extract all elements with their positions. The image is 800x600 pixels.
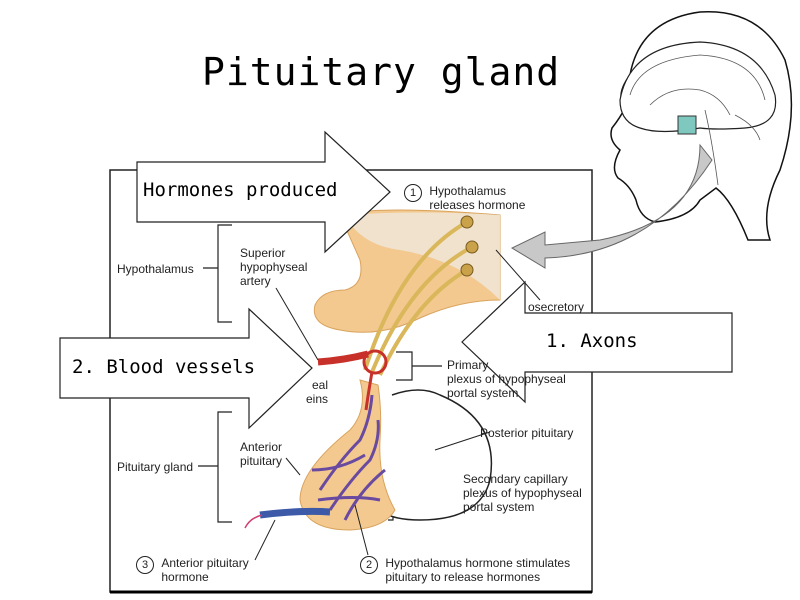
label-line: Secondary capillary: [463, 472, 568, 486]
step2-label: 2 Hypothalamus hormone stimulates pituit…: [360, 556, 570, 584]
label-line: Hypothalamus: [429, 184, 507, 198]
posterior-pituitary-label: Posterior pituitary: [480, 426, 574, 440]
neurosecretory-label: osecretory: [528, 300, 585, 314]
step1-label: 1 Hypothalamus releases hormone: [404, 184, 525, 212]
pituitary-highlight-box: [677, 115, 697, 135]
blood-vessels-callout-arrow: [59, 307, 313, 430]
vessel-network: [311, 394, 386, 521]
label-line: Anterior pituitary: [161, 556, 249, 570]
label-line: pituitary to release hormones: [385, 570, 541, 584]
label-line: hormone: [161, 570, 209, 584]
step-number-badge: 2: [360, 556, 378, 574]
leader-lines: [254, 249, 541, 561]
label-line: plexus of hypophyseal: [447, 372, 566, 386]
label-line: Hypothalamus hormone stimulates: [385, 556, 571, 570]
step2-text: Hypothalamus hormone stimulates pituitar…: [385, 556, 570, 584]
superior-hypophyseal-artery: [317, 350, 369, 366]
step-number-badge: 3: [136, 556, 154, 574]
primary-plexus-label: Primary plexus of hypophyseal portal sys…: [447, 358, 566, 400]
step1-text: Hypothalamus releases hormone: [429, 184, 525, 212]
hormone-release-arrow: [244, 514, 263, 529]
label-line: artery: [240, 274, 271, 288]
axon-terminal: [460, 263, 474, 277]
hypothalamus-shading: [345, 212, 500, 300]
label-line: eal: [312, 378, 329, 392]
hypothalamus-bracket: [203, 224, 232, 323]
portal-vessel: [364, 371, 374, 411]
step3-text: Anterior pituitary hormone: [161, 556, 248, 584]
label-line: portal system: [463, 500, 535, 514]
pituitary-bracket: [198, 411, 232, 523]
portal-vein: [259, 507, 331, 519]
label-line: Primary: [447, 358, 489, 372]
primary-plexus: [362, 349, 388, 375]
gray-zoom-arrow: [510, 143, 713, 269]
step3-label: 3 Anterior pituitary hormone: [136, 556, 249, 584]
label-line: hypophyseal: [240, 260, 308, 274]
label-line: pituitary: [240, 454, 283, 468]
anterior-pituitary-label: Anterior pituitary: [240, 440, 282, 468]
label-line: releases hormone: [429, 198, 526, 212]
hypothalamus-label: Hypothalamus: [117, 262, 194, 276]
axon-terminal: [460, 215, 474, 229]
posterior-pituitary-shape: [371, 389, 493, 521]
page-title: Pituitary gland: [202, 50, 561, 94]
blood-vessels-callout-label: 2. Blood vessels: [72, 356, 256, 378]
step-number-badge: 1: [404, 184, 422, 202]
axons-callout-label: 1. Axons: [546, 330, 638, 352]
hormones-callout-arrow: [136, 130, 391, 254]
label-line: plexus of hypophyseal: [463, 486, 582, 500]
axon-terminal: [465, 240, 479, 254]
primary-plexus-bracket: [396, 351, 442, 381]
label-line: Superior: [240, 246, 286, 260]
brain-folds: [629, 54, 766, 186]
hormones-callout-label: Hormones produced: [143, 179, 338, 201]
pituitary-gland-label: Pituitary gland: [117, 460, 194, 474]
axons-callout-arrow: [461, 280, 733, 404]
veins-label: eal eins: [306, 378, 329, 406]
secondary-plexus-label: Secondary capillary plexus of hypophysea…: [463, 472, 582, 514]
label-line: eins: [306, 392, 329, 406]
label-line: Anterior: [240, 440, 283, 454]
label-line: portal system: [447, 386, 519, 400]
superior-artery-label: Superior hypophyseal artery: [240, 246, 307, 288]
